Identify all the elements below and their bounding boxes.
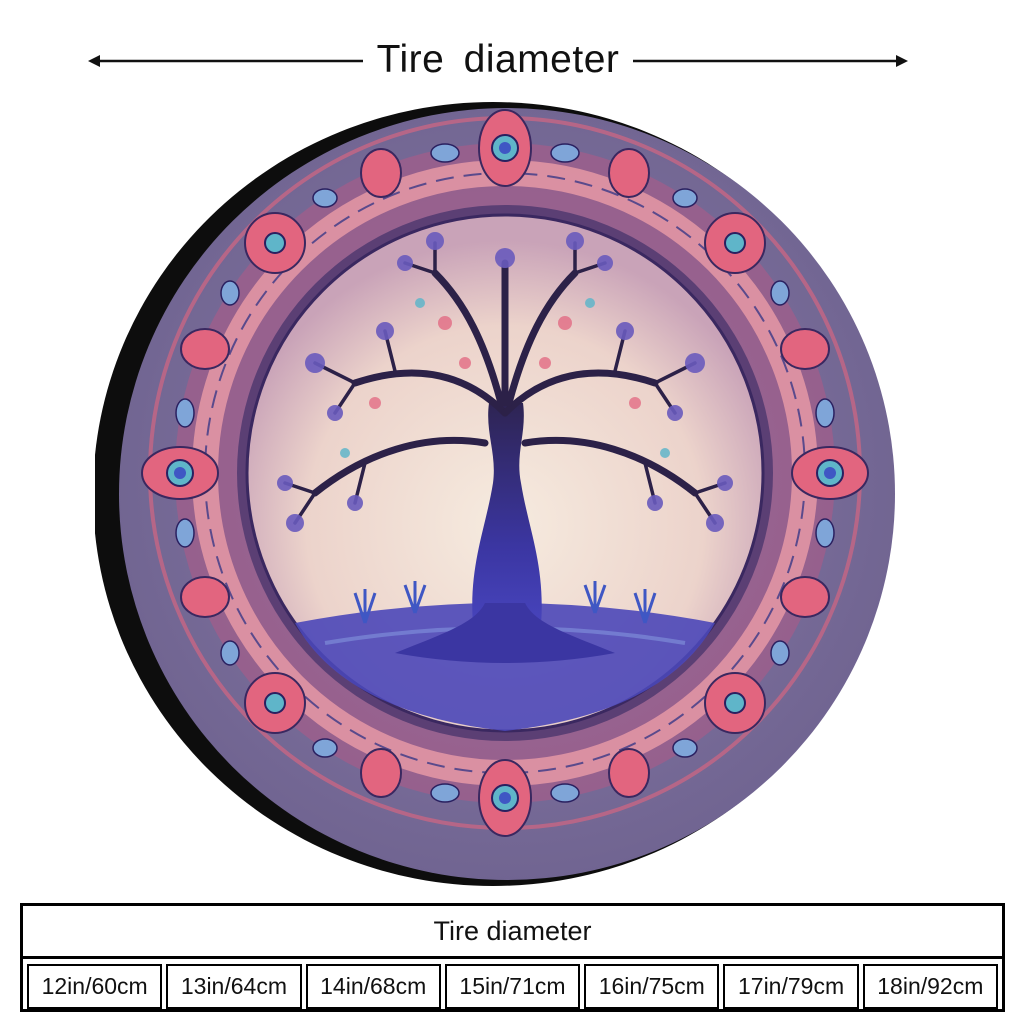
size-table-title: Tire diameter	[23, 906, 1002, 959]
size-cell-17in: 17in/79cm	[723, 964, 859, 1009]
size-table-row: 12in/60cm 13in/64cm 14in/68cm 15in/71cm …	[23, 959, 1002, 1012]
tire-cover-image	[93, 98, 905, 888]
dimension-header: Tire diameter	[88, 30, 908, 92]
size-cell-13in: 13in/64cm	[166, 964, 302, 1009]
tree-of-life-mandala-icon	[93, 102, 895, 886]
size-cell-15in: 15in/71cm	[444, 964, 581, 1009]
size-cell-18in: 18in/92cm	[862, 964, 998, 1009]
size-cell-14in: 14in/68cm	[305, 964, 441, 1009]
size-cell-12in: 12in/60cm	[27, 964, 163, 1009]
dimension-label: Tire diameter	[88, 38, 908, 82]
size-table: Tire diameter 12in/60cm 13in/64cm 14in/6…	[20, 903, 1005, 1012]
size-cell-16in: 16in/75cm	[584, 964, 720, 1009]
